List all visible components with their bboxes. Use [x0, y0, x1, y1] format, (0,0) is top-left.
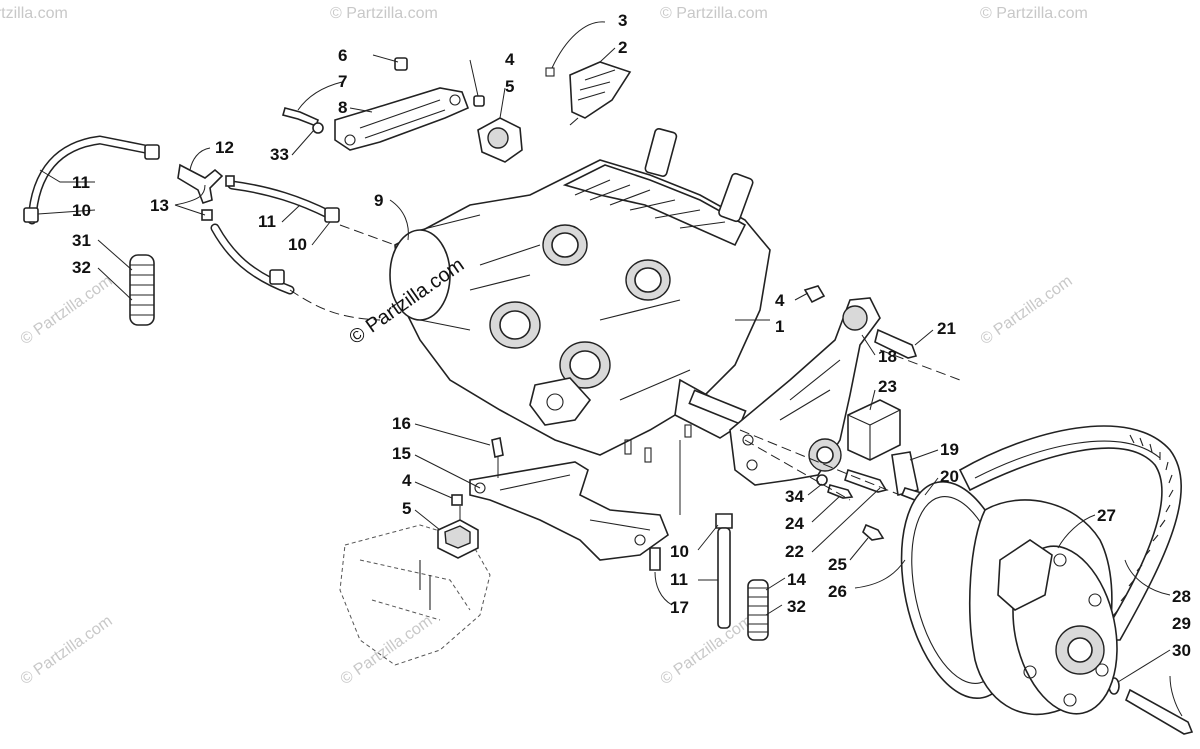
callout-20: 20: [940, 467, 959, 486]
callout-10: 10: [288, 235, 307, 254]
callout-4: 4: [775, 291, 785, 310]
right-mount-bracket: [729, 297, 881, 486]
callout-21: 21: [937, 319, 956, 338]
watermark: © Partzilla.com: [658, 613, 756, 689]
callout-9: 9: [374, 191, 383, 210]
callout-26: 26: [828, 582, 847, 601]
callout-29: 29: [1172, 614, 1191, 633]
recoil-handle: [545, 61, 632, 126]
callout-3: 3: [618, 11, 627, 30]
callout-16: 16: [392, 414, 411, 433]
mount-damper: [847, 399, 919, 496]
callout-5: 5: [402, 499, 411, 518]
callout-34: 34: [785, 487, 804, 506]
callout-4: 4: [505, 50, 515, 69]
callout-12: 12: [215, 138, 234, 157]
leader-lines: [37, 21, 1183, 717]
watermark: © Partzilla.com: [18, 273, 116, 349]
callout-13: 13: [150, 196, 169, 215]
spring-clamps-left: [129, 254, 155, 326]
callout-5: 5: [505, 77, 514, 96]
callout-10: 10: [670, 542, 689, 561]
callout-31: 31: [72, 231, 91, 250]
watermark: © Partzilla.com: [18, 613, 116, 689]
callout-28: 28: [1172, 587, 1191, 606]
callout-23: 23: [878, 377, 897, 396]
callout-32: 32: [787, 597, 806, 616]
callout-1: 1: [775, 317, 784, 336]
callout-11: 11: [72, 173, 90, 192]
coolant-hoses: [23, 135, 396, 321]
watermark: © Partzilla.com: [338, 613, 436, 689]
callout-8: 8: [338, 98, 347, 117]
callout-4: 4: [402, 471, 412, 490]
callout-32: 32: [72, 258, 91, 277]
callout-6: 6: [338, 46, 347, 65]
callout-22: 22: [785, 542, 804, 561]
callout-33: 33: [270, 145, 289, 164]
callout-17: 17: [670, 598, 689, 617]
bottom-hose: [717, 527, 769, 641]
watermark: © Partzilla.com: [0, 5, 68, 22]
callout-30: 30: [1172, 641, 1191, 660]
callout-2: 2: [618, 38, 627, 57]
watermark: © Partzilla.com: [978, 273, 1076, 349]
chassis-outline: [339, 524, 491, 666]
callout-18: 18: [878, 347, 897, 366]
callout-10: 10: [72, 201, 91, 220]
callout-15: 15: [392, 444, 411, 463]
callout-24: 24: [785, 514, 804, 533]
drive-clutch-and-belt: [900, 425, 1194, 735]
motor-mount-lower: [437, 494, 479, 559]
callout-11: 11: [258, 212, 276, 231]
engine-block: [389, 128, 771, 463]
callout-11: 11: [670, 570, 688, 589]
watermark: © Partzilla.com: [330, 5, 438, 22]
callout-14: 14: [787, 570, 806, 589]
callout-7: 7: [338, 72, 347, 91]
callout-27: 27: [1097, 506, 1116, 525]
watermark: © Partzilla.com: [980, 5, 1088, 22]
motor-mount-upper: [477, 117, 523, 163]
callout-19: 19: [940, 440, 959, 459]
callout-labels: 3 2 6 4 7 5 8 12 33 11 10 13 9 11 10 31 …: [72, 11, 1191, 660]
top-mount-bracket: [334, 87, 470, 151]
watermark: © Partzilla.com: [660, 5, 768, 22]
lower-mount-bracket: [469, 461, 669, 561]
callout-25: 25: [828, 555, 847, 574]
